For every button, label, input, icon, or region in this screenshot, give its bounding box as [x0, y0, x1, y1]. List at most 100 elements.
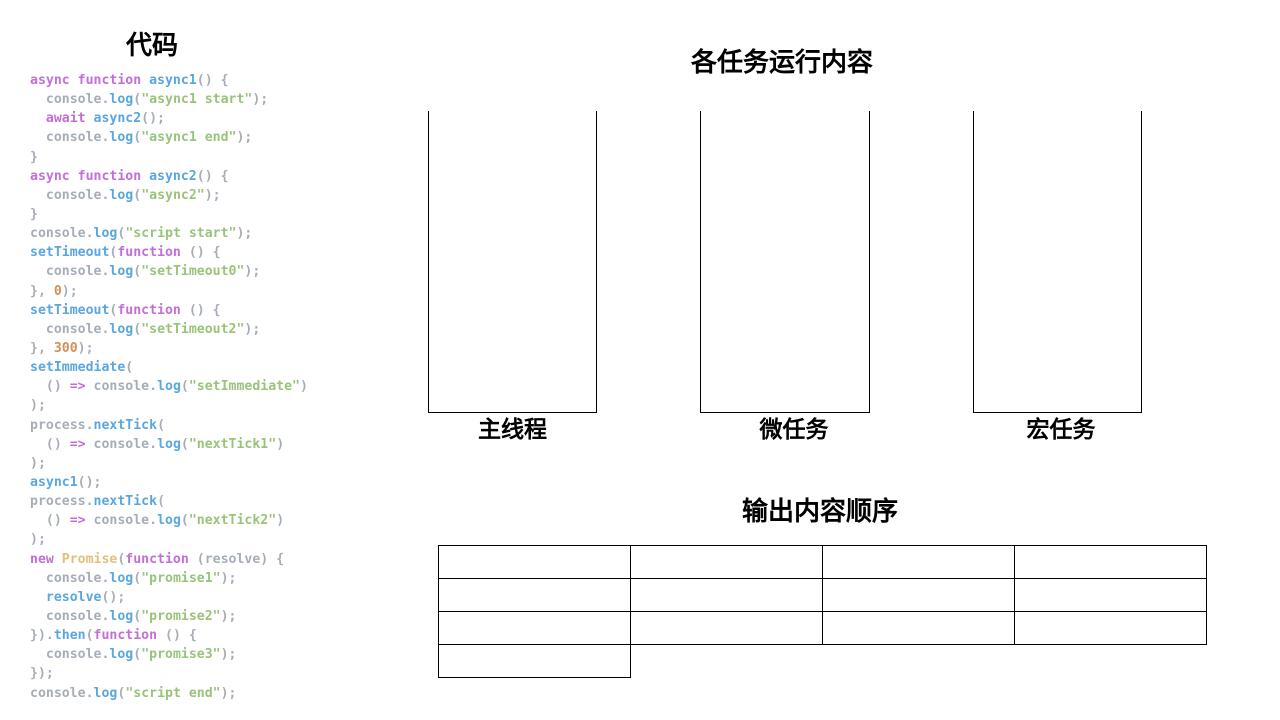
- code-token: );: [252, 92, 269, 108]
- code-title: 代码: [126, 31, 179, 61]
- code-token: 300: [53, 340, 78, 356]
- code-token: (: [85, 628, 94, 644]
- code-token: );: [204, 187, 221, 203]
- code-token: (: [117, 551, 126, 567]
- code-token: (: [133, 264, 142, 280]
- code-token: nextTick: [93, 417, 158, 433]
- code-token: );: [236, 226, 253, 242]
- code-line: console.log("script start");: [30, 224, 308, 243]
- code-line: setTimeout(function () {: [30, 301, 308, 320]
- code-token: log: [109, 570, 134, 586]
- code-line: );: [30, 454, 308, 473]
- code-token: (resolve) {: [196, 551, 285, 567]
- code-line: console.log("promise2");: [30, 607, 308, 626]
- code-token: log: [109, 321, 134, 337]
- code-line: console.log("promise3");: [30, 645, 308, 664]
- code-token: );: [30, 398, 46, 414]
- code-token: (: [117, 685, 126, 701]
- code-line: }).then(function () {: [30, 626, 308, 645]
- code-token: process.: [30, 494, 94, 510]
- code-token: "script end": [125, 685, 221, 701]
- macrotask-column: [973, 111, 1142, 413]
- code-token: log: [109, 187, 134, 203]
- code-token: (: [133, 92, 142, 108]
- code-token: () {: [188, 245, 221, 261]
- output-cell: [630, 578, 823, 612]
- code-token: log: [109, 264, 134, 280]
- code-token: console.: [30, 92, 110, 108]
- code-token: (: [117, 226, 126, 242]
- code-token: log: [109, 92, 134, 108]
- code-token: );: [236, 130, 253, 146]
- code-token: (: [180, 436, 189, 452]
- output-cell: [438, 545, 631, 579]
- code-token: () {: [188, 302, 221, 318]
- code-token: async2: [93, 111, 142, 127]
- code-token: (: [133, 647, 142, 663]
- code-token: console.: [30, 226, 94, 242]
- code-line: }, 0);: [30, 282, 308, 301]
- output-cell: [1014, 545, 1207, 579]
- code-token: (: [133, 321, 142, 337]
- code-token: function: [93, 628, 166, 644]
- code-token: (: [180, 513, 189, 529]
- code-token: =>: [69, 379, 86, 395]
- code-token: );: [77, 340, 94, 356]
- code-token: (: [109, 245, 118, 261]
- code-token: log: [157, 513, 181, 529]
- code-line: () => console.log("nextTick2"): [30, 511, 308, 530]
- code-token: console.: [30, 264, 110, 280]
- code-token: log: [93, 685, 118, 701]
- code-token: ): [300, 379, 308, 395]
- code-token: (): [30, 436, 70, 452]
- code-token: );: [220, 570, 237, 586]
- code-line: console.log("script end");: [30, 684, 308, 703]
- code-token: );: [244, 264, 261, 280]
- code-token: );: [244, 321, 261, 337]
- code-line: console.log("async1 end");: [30, 128, 308, 147]
- output-cell: [438, 578, 631, 612]
- output-cell: [822, 545, 1015, 579]
- code-token: }: [30, 149, 38, 165]
- code-token: "async1 start": [141, 92, 253, 108]
- code-line: new Promise(function (resolve) {: [30, 550, 308, 569]
- code-token: });: [30, 666, 54, 682]
- code-token: "script start": [125, 226, 237, 242]
- code-token: log: [109, 647, 134, 663]
- code-token: setImmediate: [30, 360, 126, 376]
- code-token: "async2": [141, 187, 205, 203]
- code-token: }: [30, 206, 38, 222]
- output-cell: [822, 611, 1015, 645]
- output-cell: [822, 578, 1015, 612]
- code-token: async: [30, 168, 78, 184]
- output-title: 输出内容顺序: [742, 497, 899, 527]
- code-line: console.log("async1 start");: [30, 90, 308, 109]
- code-token: console.: [85, 436, 158, 452]
- code-token: console.: [30, 647, 110, 663]
- code-token: "promise1": [141, 570, 221, 586]
- code-token: );: [30, 532, 46, 548]
- code-token: }).: [30, 628, 54, 644]
- code-token: "setImmediate": [188, 379, 300, 395]
- code-line: });: [30, 664, 308, 683]
- code-token: await: [45, 111, 94, 127]
- code-token: (: [157, 494, 166, 510]
- output-cell: [1014, 578, 1207, 612]
- code-token: [30, 111, 46, 126]
- code-token: new: [30, 551, 62, 567]
- code-token: "promise2": [141, 608, 221, 624]
- code-token: ();: [101, 589, 126, 605]
- code-line: console.log("promise1");: [30, 569, 308, 588]
- code-token: (: [133, 608, 142, 624]
- code-token: "async1 end": [141, 130, 237, 146]
- code-token: "nextTick2": [188, 513, 277, 529]
- code-token: ): [276, 513, 285, 529]
- code-token: );: [220, 685, 237, 701]
- code-token: console.: [30, 321, 110, 337]
- code-line: async function async2() {: [30, 167, 308, 186]
- code-token: );: [30, 455, 46, 471]
- code-token: resolve: [45, 589, 102, 605]
- code-token: then: [53, 628, 86, 644]
- code-line: async1();: [30, 473, 308, 492]
- code-token: log: [93, 226, 118, 242]
